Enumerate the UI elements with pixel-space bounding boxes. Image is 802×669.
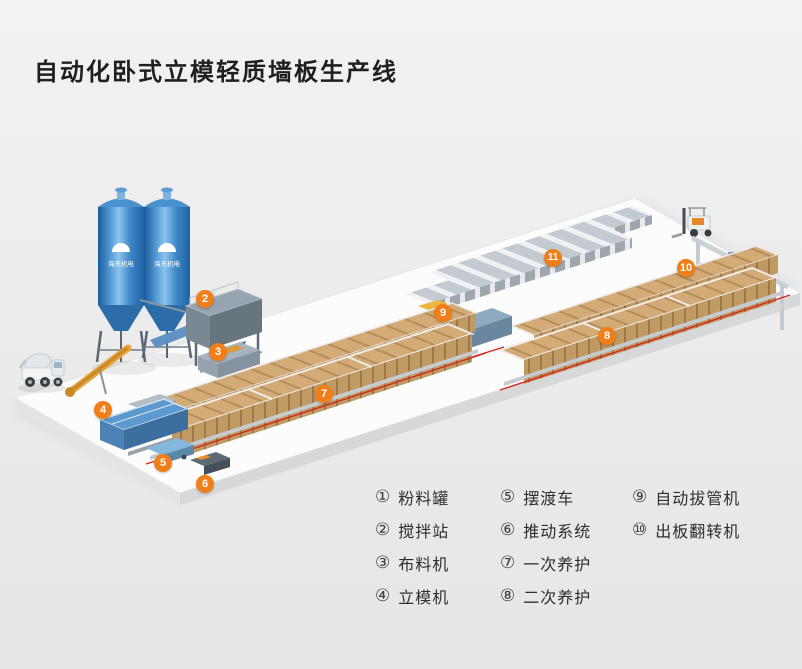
legend-label: 布料机 bbox=[398, 556, 450, 574]
legend-label: 一次养护 bbox=[523, 556, 592, 574]
legend-number: ③ bbox=[375, 552, 391, 572]
page-title: 自动化卧式立模轻质墙板生产线 bbox=[34, 59, 398, 86]
marker-number: 3 bbox=[214, 345, 222, 358]
screw-conveyor bbox=[65, 344, 132, 397]
legend-item-primary-curing: ⑦ 一次养护 bbox=[500, 552, 592, 574]
marker-vertical-mold-machine: 4 bbox=[94, 401, 112, 419]
legend-number: ⑦ bbox=[500, 552, 516, 572]
secondary-curing-line bbox=[497, 245, 791, 391]
legend-number: ① bbox=[375, 486, 391, 506]
marker-mixing-station: 2 bbox=[196, 290, 214, 308]
marker-number: 2 bbox=[201, 292, 209, 305]
marker-pipe-puller: 9 bbox=[434, 304, 452, 322]
legend-label: 摆渡车 bbox=[523, 490, 575, 508]
legend-number: ② bbox=[375, 519, 391, 539]
marker-number: 4 bbox=[99, 403, 107, 416]
powder-silos: 海天机电 海天机电 bbox=[92, 187, 202, 375]
legend-column-2: ⑤ 摆渡车 ⑥ 推动系统 ⑦ 一次养护 ⑧ 二次养护 bbox=[500, 486, 591, 618]
legend-item-vertical-mold-machine: ④ 立模机 bbox=[375, 585, 450, 607]
legend-item-mixing-station: ② 搅拌站 bbox=[375, 519, 450, 541]
marker-primary-curing: 7 bbox=[315, 385, 333, 403]
legend-label: 搅拌站 bbox=[398, 523, 450, 541]
marker-number: 7 bbox=[320, 387, 328, 400]
marker-distributing-machine: 3 bbox=[209, 343, 227, 361]
marker-pushing-system: 6 bbox=[196, 475, 214, 493]
marker-secondary-curing: 8 bbox=[598, 327, 616, 345]
legend-label: 推动系统 bbox=[523, 523, 592, 541]
marker-number: 10 bbox=[679, 261, 693, 274]
legend-number: ⑨ bbox=[632, 486, 648, 506]
silo-brand-label: 海天机电 bbox=[154, 259, 181, 268]
marker-ferry-cart: 5 bbox=[154, 454, 172, 472]
legend-item-powder-tank: ① 粉料罐 bbox=[375, 486, 450, 508]
legend-item-pipe-puller: ⑨ 自动拔管机 bbox=[632, 486, 741, 508]
mixer-truck bbox=[18, 353, 66, 393]
marker-panel-turnover: 10 bbox=[677, 259, 695, 277]
marker-number: 11 bbox=[547, 252, 559, 263]
legend-column-1: ① 粉料罐 ② 搅拌站 ③ 布料机 ④ 立模机 bbox=[375, 486, 449, 618]
legend-label: 二次养护 bbox=[523, 589, 592, 607]
legend-item-pushing-system: ⑥ 推动系统 bbox=[500, 519, 592, 541]
marker-number: 8 bbox=[603, 329, 611, 342]
legend-label: 出板翻转机 bbox=[655, 523, 741, 541]
legend-item-distributing-machine: ③ 布料机 bbox=[375, 552, 450, 574]
legend-column-3: ⑨ 自动拔管机 ⑩ 出板翻转机 bbox=[632, 486, 740, 552]
legend-number: ⑥ bbox=[500, 519, 516, 539]
marker-number: 9 bbox=[439, 306, 447, 319]
forklift bbox=[671, 207, 712, 239]
legend-item-panel-turnover: ⑩ 出板翻转机 bbox=[632, 519, 741, 541]
marker-number: 6 bbox=[201, 477, 209, 490]
silo-brand-label: 海天机电 bbox=[108, 259, 135, 268]
legend-number: ④ bbox=[375, 585, 391, 605]
legend-label: 自动拔管机 bbox=[655, 490, 741, 508]
legend-number: ⑤ bbox=[500, 486, 516, 506]
marker-number: 5 bbox=[159, 456, 167, 469]
legend-label: 立模机 bbox=[398, 589, 450, 607]
pushing-system bbox=[190, 452, 230, 475]
legend-number: ⑩ bbox=[632, 519, 648, 539]
legend-number: ⑧ bbox=[500, 585, 516, 605]
legend-label: 粉料罐 bbox=[398, 490, 450, 508]
marker-panel-stacks: 11 bbox=[544, 249, 562, 267]
legend-item-secondary-curing: ⑧ 二次养护 bbox=[500, 585, 592, 607]
legend-item-ferry-cart: ⑤ 摆渡车 bbox=[500, 486, 591, 508]
